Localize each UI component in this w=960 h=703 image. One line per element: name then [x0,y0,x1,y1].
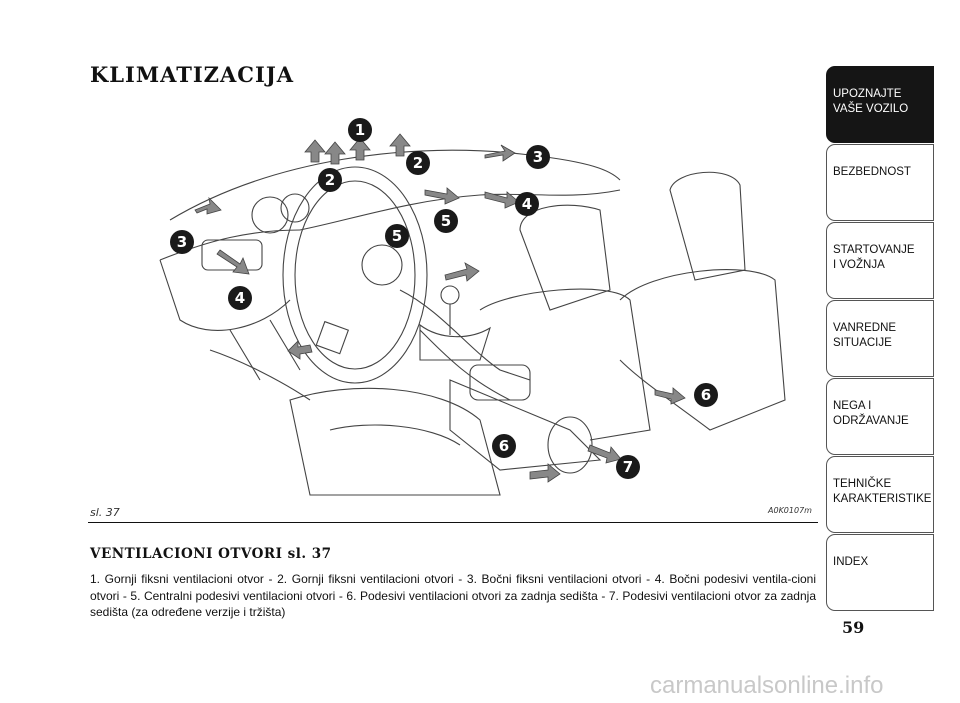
svg-text:4: 4 [522,195,532,213]
section-heading: VENTILACIONI OTVORI sl. 37 [90,546,332,562]
svg-text:2: 2 [413,154,423,172]
divider [88,522,818,523]
callout-markers: 1 2 2 3 3 4 4 5 5 6 6 7 [170,118,718,479]
svg-text:2: 2 [325,171,335,189]
svg-text:5: 5 [441,212,451,230]
page-number: 59 [842,618,865,637]
svg-text:7: 7 [623,458,633,476]
figure-label: sl. 37 [90,506,120,519]
callout-7 [616,455,640,479]
figure-code: A0K0107m [768,506,812,515]
page-title: KLIMATIZACIJA [90,62,295,87]
svg-text:3: 3 [533,148,543,166]
callout-6b [492,434,516,458]
callout-3a [170,230,194,254]
callout-2b [406,151,430,175]
ventilation-outlets-illustration: 1 2 2 3 3 4 4 5 5 6 6 7 [159,118,786,496]
tab-bezbednost[interactable]: BEZBEDNOST [826,144,934,221]
chapter-tabs: UPOZNAJTE VAŠE VOZILO BEZBEDNOST STARTOV… [826,66,934,612]
svg-text:3: 3 [177,233,187,251]
callout-1 [348,118,372,142]
svg-text:4: 4 [235,289,245,307]
tab-tehnicke-karakteristike[interactable]: TEHNIČKE KARAKTERISTIKE [826,456,934,533]
tab-startovanje-i-voznja[interactable]: STARTOVANJE I VOŽNJA [826,222,934,299]
callout-4b [515,192,539,216]
tab-vanredne-situacije[interactable]: VANREDNE SITUACIJE [826,300,934,377]
tab-upoznajte-vase-vozilo[interactable]: UPOZNAJTE VAŠE VOZILO [826,66,934,143]
callout-4a [228,286,252,310]
tab-nega-i-odrzavanje[interactable]: NEGA I ODRŽAVANJE [826,378,934,455]
svg-text:5: 5 [392,227,402,245]
callout-1-label: 1 [355,121,365,139]
watermark: carmanualsonline.info [650,672,884,699]
callout-2a [318,168,342,192]
callout-5a [385,224,409,248]
tab-index[interactable]: INDEX [826,534,934,611]
callout-6a [694,383,718,407]
svg-text:6: 6 [701,386,711,404]
svg-text:6: 6 [499,437,509,455]
body-text: 1. Gornji fiksni ventilacioni otvor - 2.… [90,572,816,619]
callout-3b [526,145,550,169]
callout-5b [434,209,458,233]
